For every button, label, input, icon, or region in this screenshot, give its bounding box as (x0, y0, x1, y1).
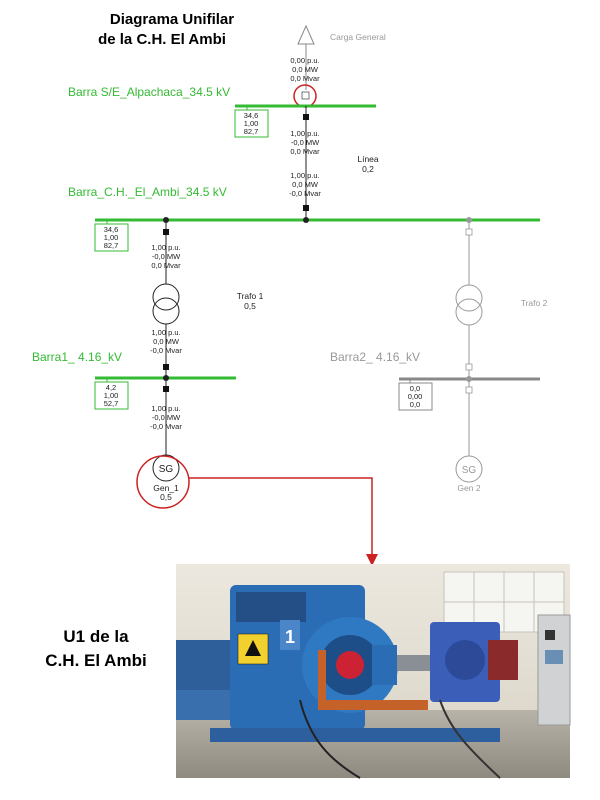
bus-alpachaca-kv: 34,6 (244, 111, 259, 120)
line-bottom-mw: 0,0 MW (292, 180, 319, 189)
bus-alpachaca-pu: 1,00 (244, 119, 259, 128)
load-arrow-icon (297, 24, 315, 45)
trafo1-top-mw: -0,0 MW (152, 252, 181, 261)
trafo1-winding-top-icon (152, 283, 180, 311)
generator-photo: 1 (176, 564, 571, 779)
gen2-breaker-icon (465, 386, 473, 394)
trafo1-bottom-mw: 0,0 MW (153, 337, 180, 346)
gen1-element[interactable]: 1,00 p.u. -0,0 MW -0,0 Mvar SG Gen_1 0,5 (136, 378, 190, 509)
load-pq-mw: 0,0 MW (292, 65, 319, 74)
photo-label-line1: U1 de la (63, 627, 129, 646)
photo-label-line2: C.H. El Ambi (45, 651, 146, 670)
bus-ambi[interactable]: Barra_C.H._El_Ambi_34.5 kV 34,6 1,00 82,… (68, 185, 540, 252)
diagram-title-line1: Diagrama Unifilar (110, 11, 234, 28)
bus-alpachaca-result-box (234, 109, 269, 138)
trafo2-breaker-top-icon (465, 228, 473, 236)
bus-alpachaca-label: Barra S/E_Alpachaca_34.5 kV (68, 85, 230, 99)
svg-text:1: 1 (285, 627, 295, 647)
line-value: 0,2 (362, 164, 374, 174)
trafo1-top-pu: 1,00 p.u. (151, 243, 180, 252)
line-bottom-pu: 1,00 p.u. (290, 171, 319, 180)
bus-barra2-kv: 0,0 (410, 384, 420, 393)
bus-alpachaca-angle: 82,7 (244, 127, 259, 136)
load-name: Carga General (330, 32, 386, 42)
line-top-pu: 1,00 p.u. (290, 129, 319, 138)
bus-ambi-label: Barra_C.H._El_Ambi_34.5 kV (68, 185, 227, 199)
load-pq-mvar: 0,0 Mvar (290, 74, 320, 83)
gen1-pu: 1,00 p.u. (151, 404, 180, 413)
gen1-breaker-icon (163, 386, 169, 392)
bus-barra1-pu: 1,00 (104, 391, 119, 400)
trafo1-bottom-mvar: -0,0 Mvar (150, 346, 182, 355)
gen1-mvar: -0,0 Mvar (150, 422, 182, 431)
bus-barra2-result-box (398, 382, 433, 411)
callout-arrow (189, 477, 378, 566)
bus-barra1[interactable]: Barra1_ 4.16_kV 4,2 1,00 52,7 (32, 350, 236, 410)
bus-barra2-angle: 0,0 (410, 400, 420, 409)
trafo1-top-mvar: 0,0 Mvar (151, 261, 181, 270)
gen1-symbol-text: SG (159, 464, 174, 475)
line-breaker-top-icon (303, 114, 309, 120)
trafo1-breaker-bottom-icon (163, 364, 169, 370)
load-breaker-icon (301, 91, 310, 100)
bus-barra2-pu: 0,00 (408, 392, 423, 401)
trafo1-breaker-top-icon (163, 229, 169, 235)
trafo2-element[interactable]: Trafo 2 (455, 220, 548, 379)
trafo1-bottom-pu: 1,00 p.u. (151, 328, 180, 337)
trafo1-element[interactable]: 1,00 p.u. -0,0 MW 0,0 Mvar Trafo 1 0,5 1… (150, 220, 264, 378)
line-bottom-mvar: -0,0 Mvar (289, 189, 321, 198)
gen1-value: 0,5 (160, 492, 172, 502)
gen2-symbol-text: SG (462, 465, 477, 476)
trafo2-winding-top-icon (455, 284, 483, 312)
bus-ambi-pu: 1,00 (104, 233, 119, 242)
gen1-name: Gen_1 (153, 483, 179, 493)
diagram-title-line2: de la C.H. El Ambi (98, 31, 226, 48)
bus-barra1-label: Barra1_ 4.16_kV (32, 350, 122, 364)
line-top-mw: -0,0 MW (291, 138, 320, 147)
bus-ambi-angle: 82,7 (104, 241, 119, 250)
gen1-symbol-icon (152, 454, 180, 482)
gen2-symbol-icon (455, 455, 483, 483)
bus-barra2[interactable]: Barra2_ 4.16_kV 0,0 0,00 0,0 (330, 350, 540, 411)
gen2-name: Gen 2 (457, 483, 480, 493)
trafo1-name: Trafo 1 (237, 291, 264, 301)
trafo2-breaker-bottom-icon (465, 363, 473, 371)
gen2-element[interactable]: SG Gen 2 (455, 379, 483, 493)
bus-barra1-result-box (94, 381, 129, 410)
line-name: Línea (357, 154, 379, 164)
trafo1-value: 0,5 (244, 301, 256, 311)
bus-alpachaca[interactable]: Barra S/E_Alpachaca_34.5 kV 34,6 1,00 82… (68, 85, 376, 138)
bus-ambi-kv: 34,6 (104, 225, 119, 234)
bus-barra2-label: Barra2_ 4.16_kV (330, 350, 420, 364)
trafo2-name: Trafo 2 (521, 298, 548, 308)
load-pq-pu: 0,00 p.u. (290, 56, 319, 65)
bus-ambi-result-box (94, 223, 129, 252)
line-element[interactable]: 1,00 p.u. -0,0 MW 0,0 Mvar Línea 0,2 1,0… (289, 106, 379, 220)
highlight-circle-gen1 (136, 455, 190, 509)
bus-barra1-kv: 4,2 (106, 383, 116, 392)
gen1-mw: -0,0 MW (152, 413, 181, 422)
line-breaker-bottom-icon (303, 205, 309, 211)
line-top-mvar: 0,0 Mvar (290, 147, 320, 156)
load-carga-general[interactable]: Carga General 0,00 p.u. 0,0 MW 0,0 Mvar (290, 24, 386, 108)
bus-barra1-angle: 52,7 (104, 399, 119, 408)
